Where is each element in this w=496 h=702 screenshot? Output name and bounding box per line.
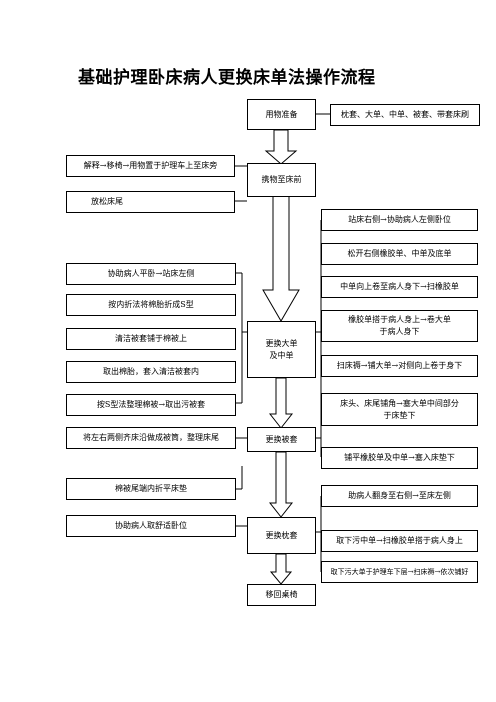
right-items-list: 枕套、大单、中单、被套、带套床刷 — [330, 104, 480, 126]
right-step-10: 取下污大单于护理车下层→扫床褥→依次铺好 — [321, 561, 478, 583]
left-step-4: 取出棉胎，套入清洁被套内 — [66, 361, 236, 383]
step-prepare-items: 用物准备 — [247, 99, 316, 130]
right-step-2: 松开右侧橡胶单、中单及底单 — [321, 243, 478, 265]
step-return-chair: 移回桌椅 — [247, 584, 316, 606]
left-step-7: 棉被尾端内折平床垫 — [66, 478, 236, 500]
right-step-8: 助病人翻身至右侧→至床左侧 — [321, 485, 478, 507]
step-change-quilt: 更换被套 — [247, 427, 316, 452]
left-step-3: 清洁被套铺于棉被上 — [66, 328, 236, 350]
right-step-7: 铺平橡胶单及中单→塞入床垫下 — [321, 447, 478, 469]
right-step-5: 扫床褥→铺大单→对侧向上卷于身下 — [321, 355, 478, 377]
left-step-5: 按S型法整理棉被→取出污被套 — [66, 394, 236, 416]
left-step-explain: 解释→移椅→用物置于护理车上至床旁 — [66, 155, 235, 177]
left-step-loosen-foot: 放松床尾 — [66, 191, 235, 213]
step-change-sheet: 更换大单 及中单 — [247, 321, 316, 378]
right-step-1: 站床右侧→协助病人左侧卧位 — [321, 209, 478, 231]
left-step-6: 将左右两侧齐床沿做成被筒，整理床尾 — [66, 427, 236, 449]
page-title: 基础护理卧床病人更换床单法操作流程 — [78, 68, 376, 88]
left-step-1: 协助病人平卧→站床左侧 — [66, 263, 236, 285]
right-step-9: 取下污中单→扫橡胶单搭于病人身上 — [321, 530, 478, 552]
step-carry-to-bed: 携物至床前 — [247, 163, 316, 197]
right-step-6: 床头、床尾铺角→塞大单中间部分 于床垫下 — [321, 393, 478, 426]
left-step-8: 协助病人取舒适卧位 — [66, 515, 236, 537]
right-step-3: 中单向上卷至病人身下→扫橡胶单 — [321, 276, 478, 298]
left-step-2: 按内折法将棉胎折成S型 — [66, 294, 236, 316]
right-step-4: 橡胶单搭于病人身上→卷大单 于病人身下 — [321, 310, 478, 342]
step-change-pillow: 更换枕套 — [247, 517, 316, 554]
